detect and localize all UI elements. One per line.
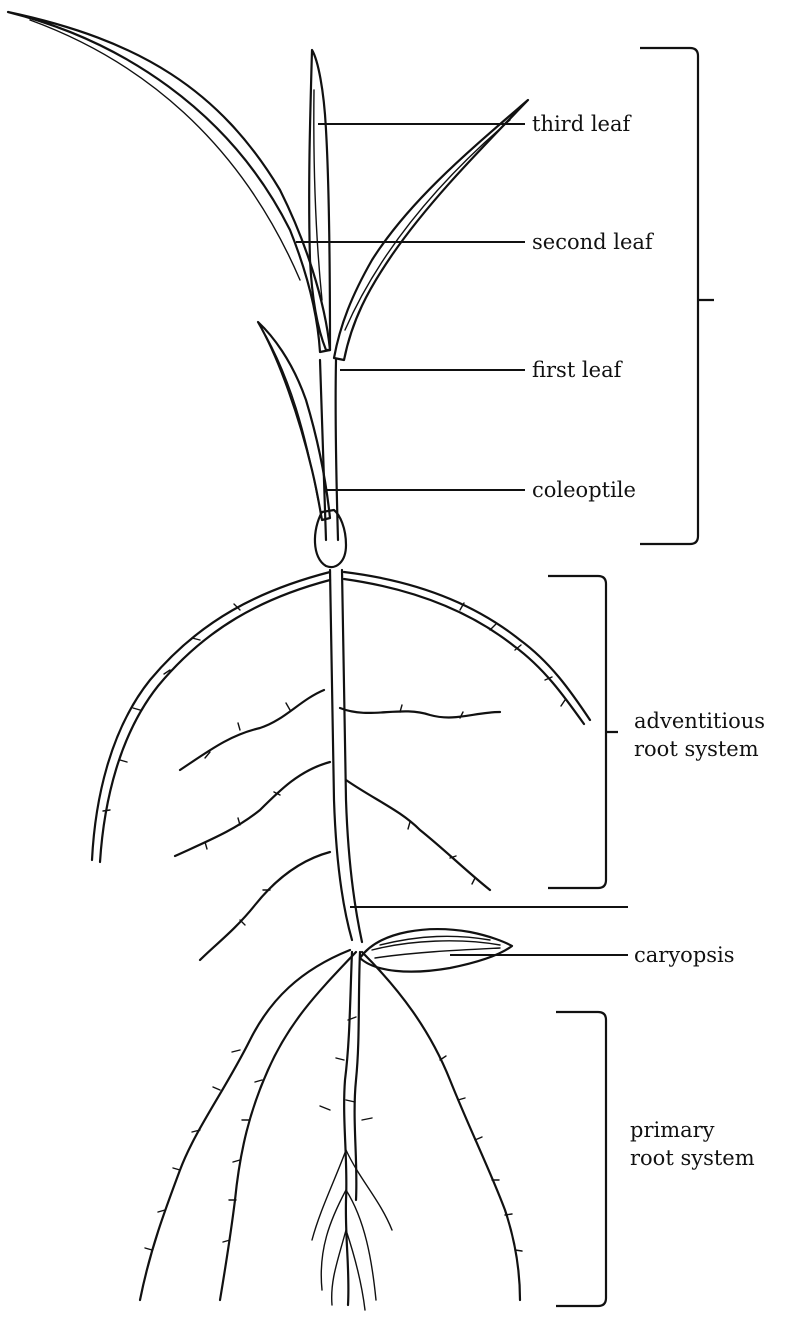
third-leaf-vein <box>314 90 322 300</box>
long-left-leaf-vein <box>30 20 300 280</box>
adventitious-root-wavy-3 <box>175 762 330 856</box>
label-third-leaf: third leaf <box>532 112 633 136</box>
bracket-shoot <box>640 48 714 544</box>
primary-root-center <box>344 952 352 1305</box>
primary-root-branches <box>312 1150 392 1310</box>
label-primary-root-system: root system <box>630 1146 755 1170</box>
adventitious-root-right-arch <box>344 572 590 720</box>
label-adventitious: adventitious <box>634 709 765 733</box>
primary-root-far-left <box>140 950 350 1300</box>
adventitious-root-left-arch <box>92 572 330 860</box>
adventitious-root-wavy-1 <box>180 690 324 770</box>
long-left-leaf <box>8 12 330 352</box>
primary-root-left <box>220 952 356 1300</box>
caryopsis-outline <box>360 929 512 971</box>
caryopsis-seed <box>360 929 512 971</box>
primary-root-center-b <box>355 952 360 1200</box>
adventitious-root-wavy-2 <box>340 708 500 717</box>
adventitious-root-right-arch-b <box>344 579 584 724</box>
caryopsis-line-2 <box>375 948 500 958</box>
label-adventitious-root-system: root system <box>634 737 759 761</box>
second-leaf-vein <box>345 120 510 330</box>
label-coleoptile: coleoptile <box>532 478 636 502</box>
label-primary: primary <box>630 1118 715 1142</box>
adventitious-root-wavy-4 <box>346 780 490 890</box>
adventitious-root-wavy-5 <box>200 852 330 960</box>
second-leaf-blade <box>334 100 528 360</box>
label-first-leaf: first leaf <box>532 358 624 382</box>
stem-inner <box>342 570 362 942</box>
primary-roots <box>140 950 522 1310</box>
bracket-primary <box>556 1012 606 1306</box>
label-caryopsis: caryopsis <box>634 943 735 967</box>
stem <box>330 570 352 940</box>
bracket-adventitious <box>548 576 618 888</box>
primary-root-right <box>362 952 520 1300</box>
label-second-leaf: second leaf <box>532 230 655 254</box>
adventitious-roots <box>92 572 590 960</box>
